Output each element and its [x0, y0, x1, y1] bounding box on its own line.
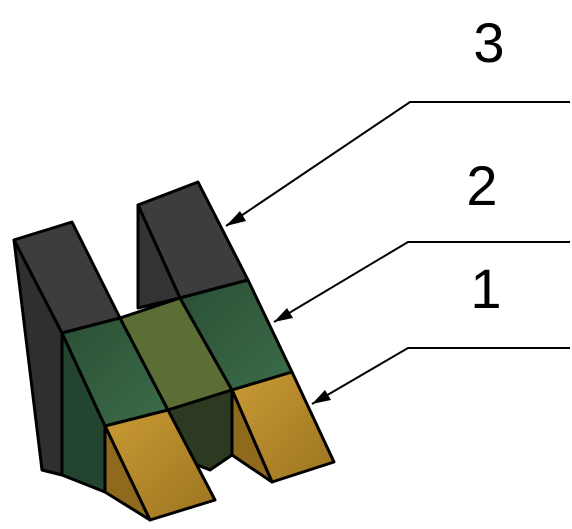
layer-3-top: [12, 180, 250, 477]
callout-number-2: 2: [466, 154, 497, 217]
bottom-right-gold-side: [230, 388, 274, 484]
leader-2: [273, 241, 570, 323]
right-prong-side: [136, 203, 182, 310]
leader-3: [225, 101, 570, 227]
bottom-left-gold-side: [103, 424, 152, 522]
leader-1: [311, 347, 570, 405]
callout-number-3: 3: [473, 11, 504, 74]
callout-number-1: 1: [470, 257, 501, 320]
layer-1-bottom: [103, 370, 336, 522]
